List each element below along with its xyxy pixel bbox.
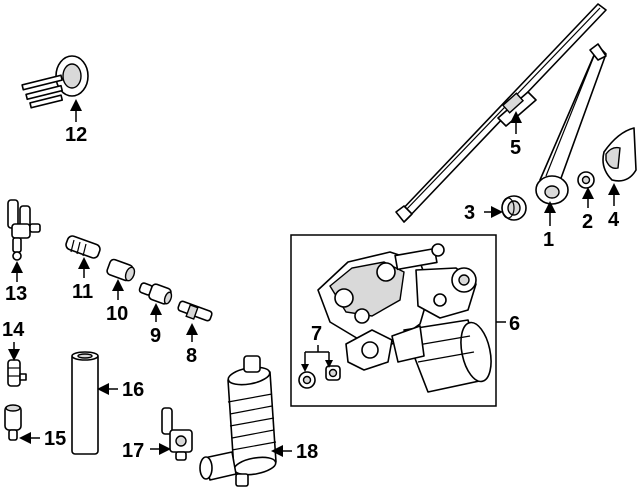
part-10-sleeve — [106, 258, 136, 282]
part-7-mount-parts — [298, 365, 341, 389]
part-3-grommet — [501, 195, 527, 221]
part-15-valve — [4, 404, 22, 441]
part-8-connector — [177, 300, 213, 322]
callout-4: 4 — [608, 209, 620, 231]
callout-15: 15 — [44, 428, 66, 450]
callout-11: 11 — [72, 281, 93, 303]
part-6-wiper-motor — [317, 243, 492, 393]
part-6-box — [290, 234, 497, 407]
part-4-cap — [602, 127, 637, 182]
part-18-washer-pump — [199, 355, 277, 487]
part-14-nozzle — [7, 359, 27, 387]
callout-5: 5 — [510, 137, 521, 159]
callout-3: 3 — [464, 202, 475, 224]
callout-1: 1 — [543, 229, 554, 251]
part-1-wiper-arm — [535, 43, 607, 205]
part-17-connector — [161, 407, 193, 461]
callout-16: 16 — [122, 379, 144, 401]
callout-13: 13 — [5, 283, 27, 305]
callout-18: 18 — [296, 441, 318, 463]
callout-17: 17 — [122, 440, 144, 462]
callout-10: 10 — [106, 303, 128, 325]
part-9-check-valve — [138, 282, 173, 305]
leader-7 — [304, 345, 330, 366]
callout-8: 8 — [186, 345, 197, 367]
callout-7: 7 — [311, 323, 322, 345]
callout-2: 2 — [582, 211, 593, 233]
part-12-connector — [21, 55, 89, 109]
part-11-hose-fitting — [65, 235, 101, 259]
callout-6: 6 — [509, 313, 520, 335]
callout-14: 14 — [2, 319, 25, 341]
part-16-hose — [71, 351, 99, 455]
part-5-wiper-blade — [395, 3, 607, 223]
part-2-nut — [577, 171, 595, 189]
callout-12: 12 — [65, 124, 87, 146]
part-13-nozzle — [7, 199, 41, 261]
callout-9: 9 — [150, 325, 161, 347]
